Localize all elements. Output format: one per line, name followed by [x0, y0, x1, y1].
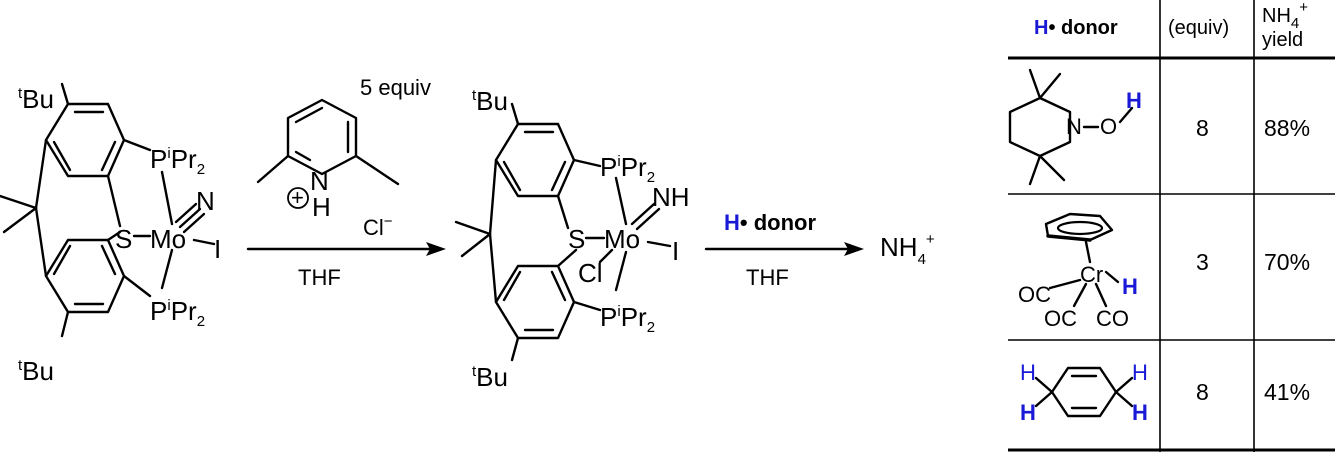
row3-yield: 41%	[1264, 379, 1310, 405]
step1-solvent: THF	[298, 265, 341, 290]
h-donor-table: H• donor (equiv) NH4+ yield N O H 8 88%	[1008, 0, 1335, 452]
svg-text:N: N	[1066, 114, 1082, 139]
svg-text:I: I	[672, 236, 679, 266]
svg-text:tBu: tBu	[472, 86, 508, 116]
svg-text:tBu: tBu	[472, 362, 508, 392]
reaction-arrow-1: THF	[246, 242, 446, 290]
imido-label: NH	[652, 182, 690, 212]
svg-text:H: H	[1020, 400, 1036, 425]
row2-yield: 70%	[1264, 249, 1310, 275]
svg-text:S: S	[568, 224, 585, 254]
svg-text:Cr: Cr	[1080, 262, 1103, 287]
table-row: H H H H 8 41%	[1020, 360, 1310, 425]
svg-text:OC: OC	[1044, 306, 1077, 331]
svg-text:tBu: tBu	[18, 84, 54, 114]
svg-text:PiPr2: PiPr2	[600, 302, 655, 336]
header-nh4: NH4+	[1262, 0, 1308, 32]
svg-text:PiPr2: PiPr2	[600, 152, 655, 186]
h-dot-blue: H	[724, 210, 740, 235]
mo-imido-intermediate: tBu tBu PiPr2 PiPr2 S Mo NH I Cl	[454, 86, 690, 392]
tempo-h-structure	[1008, 68, 1134, 186]
reagent-equiv: 5 equiv	[360, 75, 431, 100]
row2-equiv: 3	[1196, 249, 1209, 275]
row3-equiv: 8	[1196, 379, 1209, 405]
cpcr-co3h-structure	[1044, 212, 1120, 308]
ammonium-product: NH4+	[880, 231, 935, 268]
table-row: N O H 8 88%	[1008, 68, 1310, 186]
svg-text:H: H	[1132, 400, 1148, 425]
svg-text:Mo: Mo	[604, 224, 640, 254]
svg-text:O: O	[1100, 114, 1117, 139]
reaction-arrow-2: H• donor THF	[704, 210, 864, 290]
svg-text:Cl−: Cl−	[363, 213, 393, 240]
tbu-label: Bu	[22, 84, 54, 114]
pyridinium-h: H	[312, 192, 331, 222]
molybdenum-label: Mo	[150, 224, 186, 254]
arrowhead-icon	[844, 242, 864, 256]
header-equiv: (equiv)	[1168, 17, 1229, 39]
chloro-ligand-label: Cl	[578, 258, 603, 288]
plus-charge-icon	[287, 187, 309, 209]
step2-solvent: THF	[746, 265, 789, 290]
row1-equiv: 8	[1196, 115, 1209, 141]
svg-text:H• donor: H• donor	[724, 210, 816, 235]
sulfur-label: S	[115, 224, 132, 254]
nitride-label: N	[196, 186, 215, 216]
starting-mo-nitride-complex: tBu tBu PiPr2 PiPr2 S Mo N I	[0, 82, 221, 386]
header-h-donor: H• donor	[1034, 17, 1118, 39]
svg-text:CO: CO	[1096, 306, 1129, 331]
svg-text:+: +	[291, 185, 304, 210]
cyclohexadiene-structure	[1034, 366, 1134, 418]
table-row: Cr H OC OC CO 3 70%	[1018, 212, 1310, 331]
header-yield: yield	[1262, 29, 1303, 51]
arrowhead-icon	[426, 242, 446, 256]
row1-yield: 88%	[1264, 115, 1310, 141]
svg-text:tBu: tBu	[18, 356, 54, 386]
chloride-label: Cl	[363, 215, 384, 240]
lutidinium-chloride-reagent: 5 equiv N H + Cl−	[256, 75, 431, 240]
pyridinium-n: N	[310, 166, 329, 196]
tbu-t: t	[18, 85, 23, 102]
svg-text:PiPr2: PiPr2	[150, 296, 205, 330]
iodide-label: I	[214, 234, 221, 264]
svg-text:H: H	[1132, 360, 1148, 385]
svg-text:PiPr2: PiPr2	[150, 144, 205, 178]
svg-text:H: H	[1020, 360, 1036, 385]
svg-text:OC: OC	[1018, 282, 1051, 307]
svg-text:H: H	[1122, 274, 1138, 299]
svg-text:H: H	[1126, 88, 1142, 113]
